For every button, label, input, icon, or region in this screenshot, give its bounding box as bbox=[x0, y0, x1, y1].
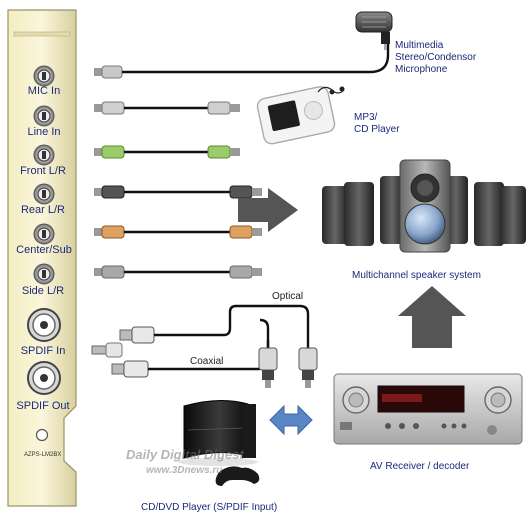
dvd-player-image bbox=[178, 399, 260, 486]
port-label-rear-lr: Rear L/R bbox=[20, 204, 66, 216]
spdif-in-jack bbox=[27, 308, 61, 342]
coaxial-cable bbox=[111, 318, 278, 388]
spdif-out-jack bbox=[27, 361, 61, 395]
port-label-spdif-in: SPDIF In bbox=[20, 345, 66, 357]
port-label-front-lr: Front L/R bbox=[20, 165, 66, 177]
port-label-line-in: Line In bbox=[27, 126, 61, 138]
port-label-spdif-out: SPDIF Out bbox=[16, 400, 70, 412]
mic-in-jack bbox=[33, 65, 55, 87]
side-lr-jack bbox=[33, 263, 55, 285]
front-lr-cable bbox=[94, 145, 240, 159]
arrow-dvd-receiver bbox=[269, 404, 313, 436]
center-sub-jack bbox=[33, 223, 55, 245]
rear-lr-jack bbox=[33, 183, 55, 205]
arrow-receiver-to-speakers bbox=[398, 286, 466, 348]
port-label-mic-in: MIC In bbox=[27, 85, 61, 97]
dvd-player-label: CD/DVD Player (S/PDIF Input) bbox=[141, 502, 278, 513]
optical-cable-label: Optical bbox=[272, 291, 304, 302]
watermark-url: www.3Dnews.ru bbox=[146, 465, 223, 476]
microphone-image bbox=[355, 11, 393, 50]
arrow-to-speakers bbox=[238, 188, 298, 232]
center-sub-cable bbox=[94, 225, 262, 239]
optical-adapter-plug bbox=[91, 342, 123, 358]
bracket-screw-hole bbox=[35, 428, 49, 442]
line-in-jack bbox=[33, 105, 55, 127]
port-label-center-sub: Center/Sub bbox=[16, 244, 72, 256]
speaker-system-label: Multichannel speaker system bbox=[352, 270, 481, 281]
mp3-player-image bbox=[256, 86, 345, 145]
mic-cable bbox=[94, 42, 390, 79]
rear-lr-cable bbox=[94, 185, 262, 199]
watermark-title: Daily Digital Digest bbox=[126, 447, 244, 462]
coaxial-cable-label: Coaxial bbox=[190, 356, 224, 367]
side-lr-cable bbox=[94, 265, 262, 279]
front-lr-jack bbox=[33, 144, 55, 166]
av-receiver-label: AV Receiver / decoder bbox=[370, 461, 470, 472]
speaker-system-image bbox=[322, 159, 526, 253]
optical-cable bbox=[119, 304, 318, 388]
av-receiver-image bbox=[333, 373, 523, 445]
bracket-model-code: AZPS-LM2BX bbox=[24, 452, 62, 458]
mp3-player-label: MP3/ CD Player bbox=[354, 112, 400, 135]
line-in-cable bbox=[94, 101, 240, 115]
microphone-label: Multimedia Stereo/Condensor Microphone bbox=[395, 40, 477, 75]
port-label-side-lr: Side L/R bbox=[21, 285, 65, 297]
